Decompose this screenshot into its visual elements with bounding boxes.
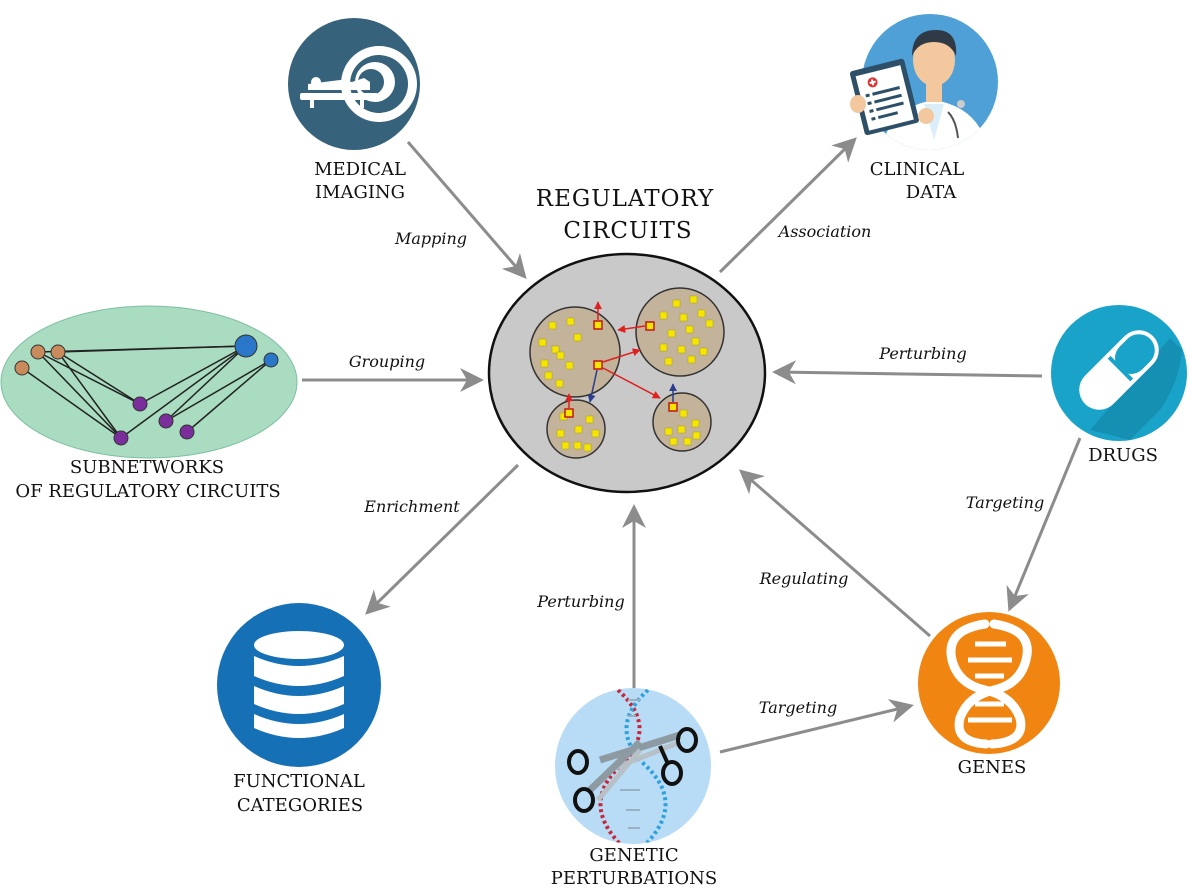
genes-node: GENES bbox=[918, 612, 1060, 778]
edge-label-association: Association bbox=[777, 222, 872, 241]
drugs-label: DRUGS bbox=[1088, 445, 1158, 466]
mri-scanner-icon bbox=[288, 18, 420, 150]
functional-categories-node: FUNCTIONAL CATEGORIES bbox=[217, 603, 381, 816]
arrow-targeting-genetic bbox=[719, 699, 914, 754]
edge-labels: Mapping Association Grouping Perturbing … bbox=[349, 222, 1044, 717]
genetic-perturbations-label-line2: PERTURBATIONS bbox=[551, 868, 717, 889]
doctor-clipboard-icon bbox=[849, 14, 998, 150]
arrow-perturbing-drugs bbox=[772, 360, 1043, 385]
drugs-node: DRUGS bbox=[1051, 305, 1187, 466]
center-title-line2: CIRCUITS bbox=[563, 218, 692, 244]
edge-label-enrichment: Enrichment bbox=[363, 497, 460, 516]
clinical-data-label-line2: DATA bbox=[906, 182, 957, 203]
subnetworks-node: SUBNETWORKS OF REGULATORY CIRCUITS bbox=[0, 305, 298, 502]
medical-imaging-label-line1: MEDICAL bbox=[314, 159, 406, 180]
center-title-line1: REGULATORY bbox=[536, 186, 714, 212]
circuits-outer-ellipse bbox=[487, 252, 767, 494]
clinical-data-label-line1: CLINICAL bbox=[870, 159, 964, 180]
edge-label-grouping: Grouping bbox=[349, 352, 425, 371]
arrow-mapping bbox=[406, 141, 527, 280]
arrow-targeting-drugs bbox=[1006, 437, 1082, 612]
network-graph-icon bbox=[0, 305, 298, 459]
edge-label-regulating: Regulating bbox=[759, 569, 849, 588]
edge-label-perturbing-drugs: Perturbing bbox=[878, 344, 966, 363]
pill-icon bbox=[1051, 305, 1187, 441]
genetic-perturbations-node: GENETIC PERTURBATIONS bbox=[551, 688, 717, 889]
circuit-red-edges bbox=[565, 301, 661, 408]
dna-icon bbox=[918, 612, 1060, 754]
medical-imaging-label-line2: IMAGING bbox=[315, 182, 405, 203]
circuit-yellow-nodes bbox=[538, 295, 714, 452]
arrow-enrichment bbox=[365, 463, 520, 615]
edge-arrows bbox=[302, 137, 1082, 754]
arrow-association bbox=[718, 137, 857, 274]
database-icon bbox=[217, 603, 381, 767]
edge-label-perturbing-genetic: Perturbing bbox=[536, 592, 624, 611]
cluster-top-left bbox=[529, 306, 621, 398]
cluster-bottom-right bbox=[652, 392, 712, 452]
scissors-bottom-left bbox=[567, 739, 643, 813]
dna-scissors-icon bbox=[555, 688, 711, 844]
scissors-top-right bbox=[598, 727, 698, 786]
genes-label: GENES bbox=[958, 757, 1027, 778]
subnetworks-label-line2: OF REGULATORY CIRCUITS bbox=[15, 481, 280, 502]
functional-categories-label-line1: FUNCTIONAL bbox=[233, 771, 365, 792]
edge-label-targeting-drugs: Targeting bbox=[966, 493, 1044, 512]
functional-categories-label-line2: CATEGORIES bbox=[237, 795, 363, 816]
edge-label-targeting-genetic: Targeting bbox=[759, 698, 837, 717]
subnetworks-label-line1: SUBNETWORKS bbox=[70, 457, 224, 478]
regulatory-circuits-node: REGULATORY CIRCUITS bbox=[487, 186, 767, 494]
edge-label-mapping: Mapping bbox=[394, 229, 467, 248]
genetic-perturbations-label-line1: GENETIC bbox=[589, 845, 678, 866]
circuit-hub-nodes bbox=[564, 320, 678, 418]
clinical-data-node: CLINICAL DATA bbox=[849, 14, 998, 203]
medical-imaging-node: MEDICAL IMAGING bbox=[288, 18, 420, 203]
clipboard bbox=[849, 58, 919, 136]
circuit-blue-edges bbox=[587, 369, 677, 403]
arrow-regulating bbox=[738, 469, 931, 638]
